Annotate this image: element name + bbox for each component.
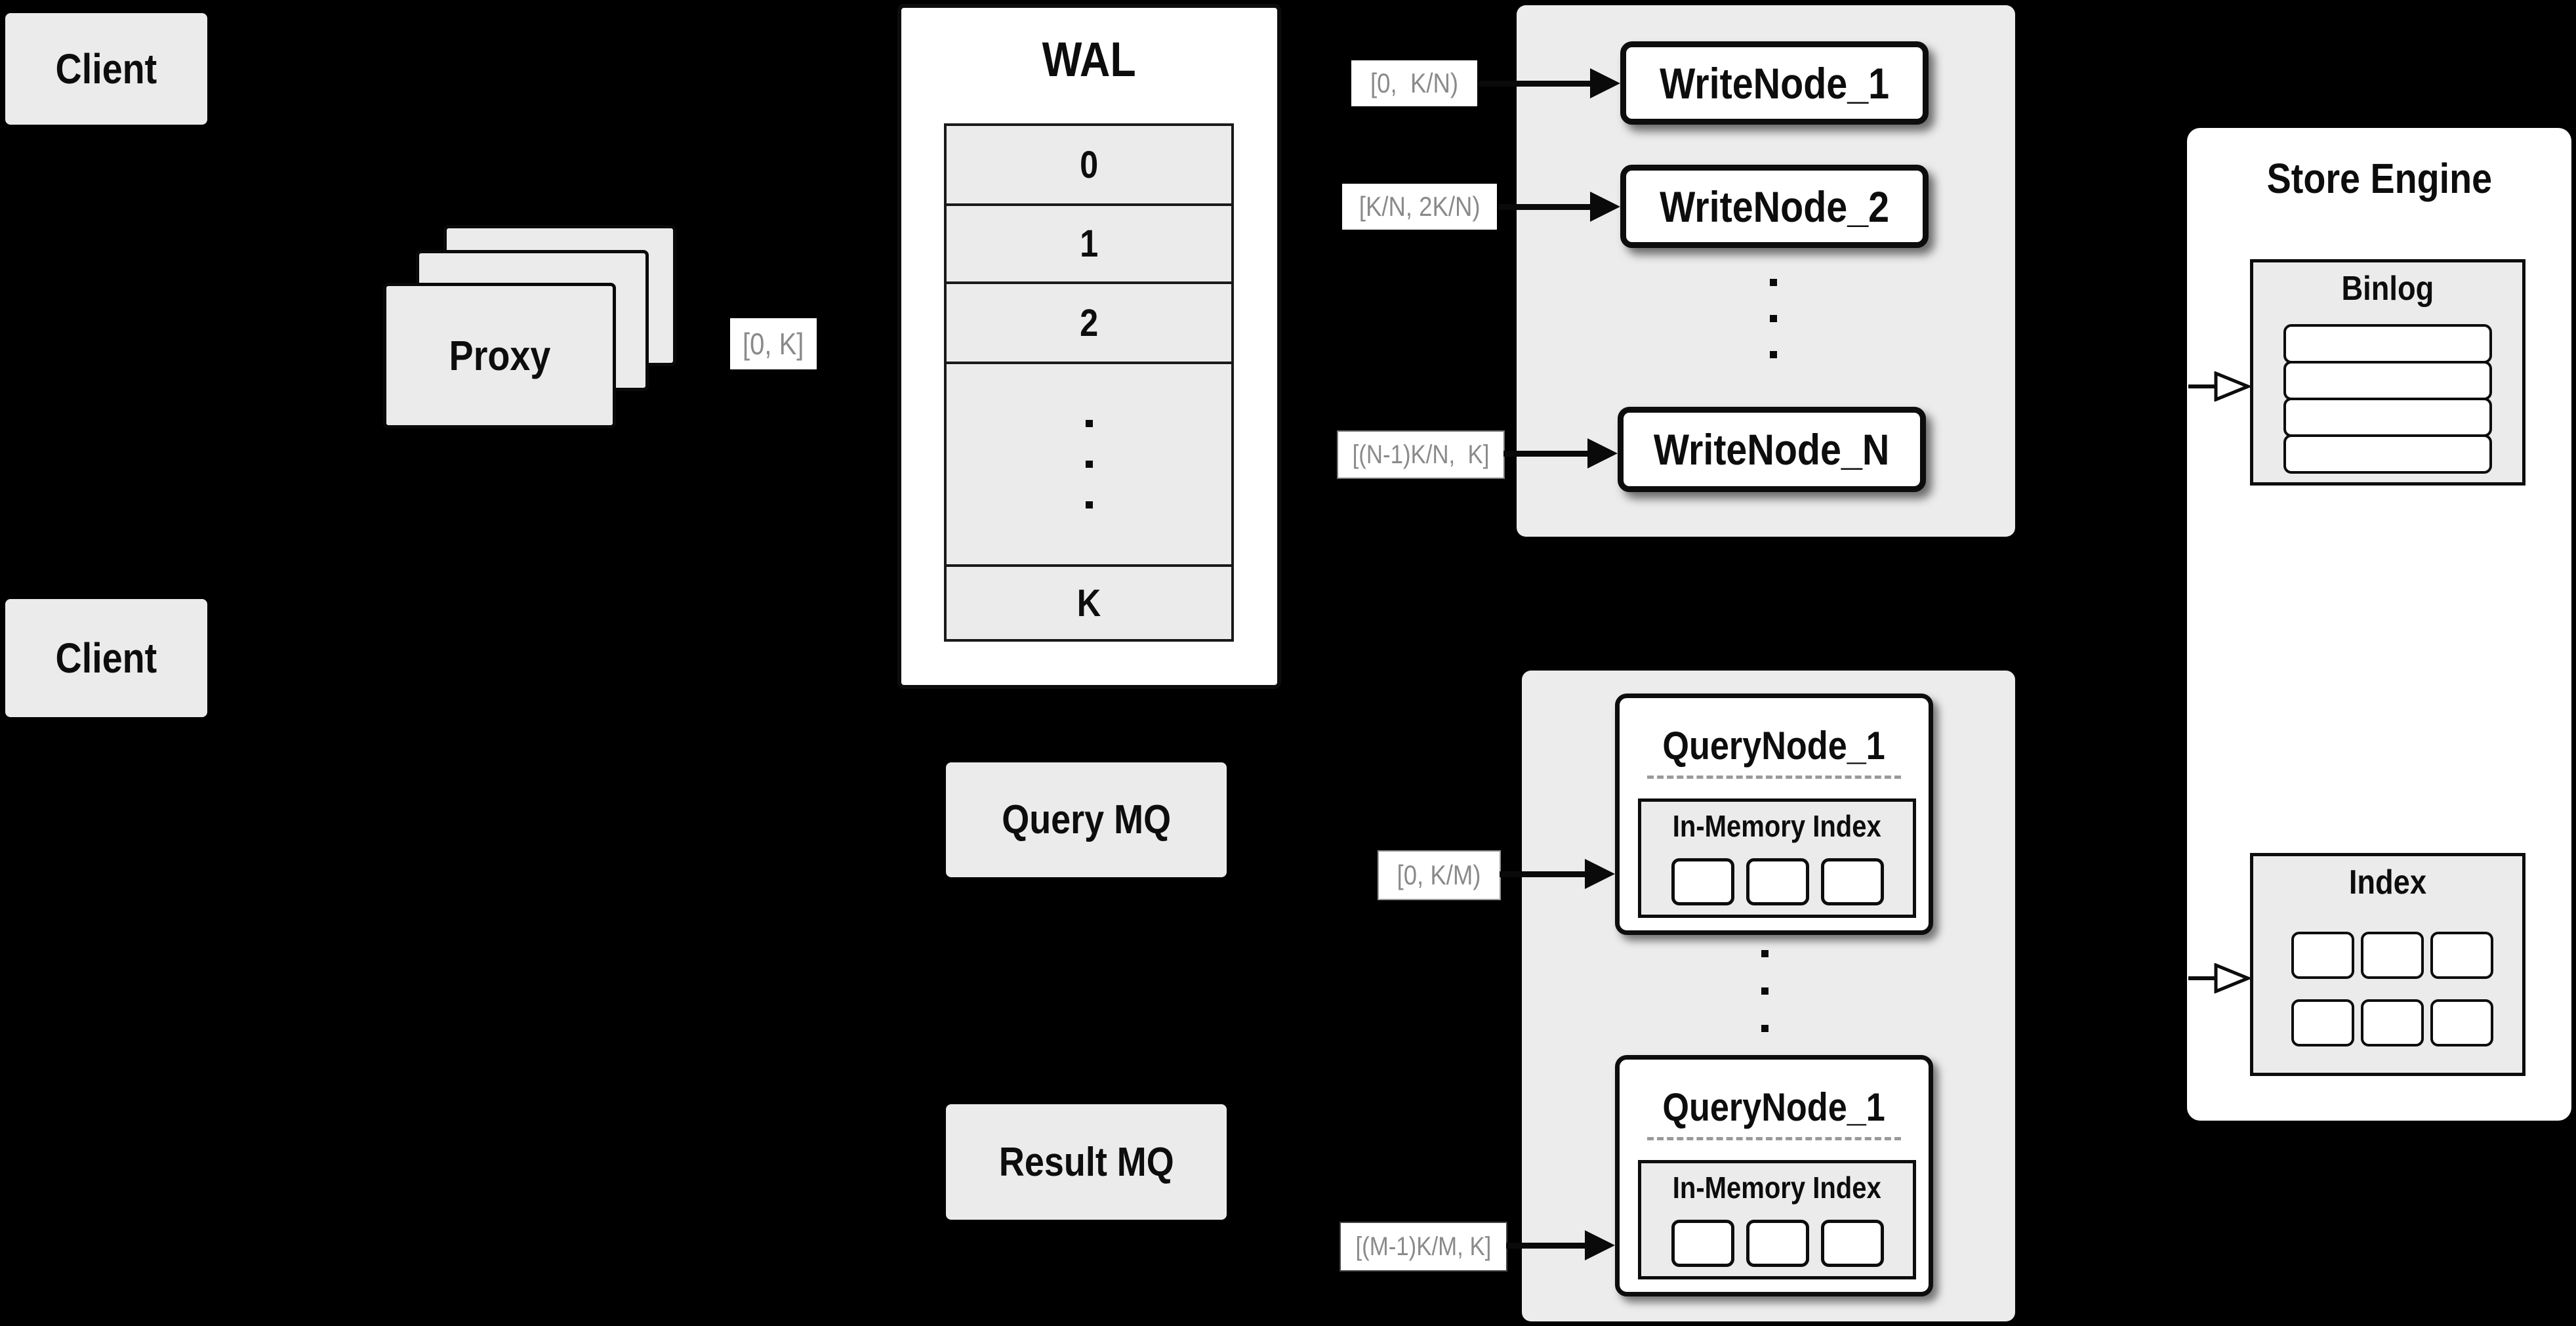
store-engine-title: Store Engine — [2266, 155, 2492, 202]
in-memory-index-box-1: In-Memory Index — [1638, 798, 1916, 918]
query-mq-label: Query MQ — [1002, 797, 1171, 842]
write-node-2-label: WriteNode_2 — [1660, 182, 1889, 231]
write-node-2: WriteNode_2 — [1620, 165, 1929, 248]
memory-cell — [1671, 1220, 1734, 1267]
binlog-title-wrap: Binlog — [2253, 269, 2522, 308]
range-chip-write-2: [K/N, 2K/N) — [1342, 184, 1497, 230]
wal-row-2: 2 — [944, 281, 1234, 364]
index-title-wrap: Index — [2253, 863, 2522, 902]
client-box-bottom: Client — [5, 599, 207, 717]
write-node-1: WriteNode_1 — [1620, 41, 1929, 125]
in-memory-index-2-title-wrap: In-Memory Index — [1641, 1170, 1913, 1205]
query-mq-box: Query MQ — [946, 762, 1227, 877]
wal-ellipsis-dots — [1085, 420, 1093, 508]
wal-row-1-label: 1 — [1079, 222, 1099, 265]
memory-cell — [1821, 858, 1884, 905]
query-node-2-dashed-divider — [1647, 1137, 1901, 1140]
arrow-to-write-node-2 — [1498, 192, 1620, 222]
arrow-to-write-node-n — [1503, 438, 1618, 468]
result-mq-label: Result MQ — [998, 1139, 1174, 1185]
arrow-to-query-node-1 — [1500, 859, 1615, 889]
store-engine-box: Store Engine Binlog Index — [2187, 128, 2571, 1121]
in-memory-index-1-title: In-Memory Index — [1672, 809, 1881, 843]
query-node-1-title: QueryNode_1 — [1662, 724, 1886, 768]
index-box: Index — [2250, 853, 2525, 1076]
binlog-rows — [2283, 324, 2492, 474]
query-node-1-title-wrap: QueryNode_1 — [1620, 723, 1929, 768]
memory-cell — [1746, 1220, 1809, 1267]
client-bottom-label: Client — [55, 634, 157, 682]
wal-row-k-label: K — [1076, 581, 1101, 625]
open-arrow-to-index — [2188, 963, 2250, 993]
range-chip-query-1-label: [0, K/M) — [1397, 860, 1481, 890]
client-box-top: Client — [5, 13, 207, 125]
memory-cell — [1821, 1220, 1884, 1267]
wal-row-1: 1 — [944, 203, 1234, 284]
write-nodes-ellipsis-dots — [1770, 279, 1777, 358]
write-node-1-label: WriteNode_1 — [1660, 58, 1889, 108]
wal-title: WAL — [1042, 32, 1137, 87]
binlog-row — [2283, 361, 2492, 400]
range-chip-query-m: [(M-1)K/M, K] — [1339, 1222, 1507, 1272]
proxy-label: Proxy — [449, 332, 550, 379]
write-node-n-label: WriteNode_N — [1654, 425, 1890, 474]
in-memory-index-box-2: In-Memory Index — [1638, 1160, 1916, 1279]
query-node-2: QueryNode_1 In-Memory Index — [1615, 1055, 1933, 1296]
wal-row-0: 0 — [944, 123, 1234, 206]
range-chip-write-n: [(N-1)K/N, K] — [1337, 430, 1505, 479]
index-cell — [2430, 932, 2493, 979]
wal-box: WAL 0 1 2 K — [897, 4, 1281, 689]
wal-row-k: K — [944, 564, 1234, 642]
wal-row-ellipsis — [944, 362, 1234, 567]
memory-cell — [1746, 858, 1809, 905]
range-chip-write-1-label: [0, K/N) — [1370, 68, 1459, 98]
binlog-row — [2283, 324, 2492, 363]
arrow-to-write-node-1 — [1479, 68, 1620, 98]
in-memory-index-1-title-wrap: In-Memory Index — [1641, 808, 1913, 844]
proxy-card-front: Proxy — [383, 283, 616, 428]
write-node-n: WriteNode_N — [1618, 407, 1926, 492]
wal-table: 0 1 2 K — [944, 123, 1234, 642]
query-node-1: QueryNode_1 In-Memory Index — [1615, 694, 1933, 935]
binlog-title: Binlog — [2341, 270, 2434, 308]
wal-row-2-label: 2 — [1079, 301, 1099, 344]
index-cell — [2291, 932, 2354, 979]
index-cell — [2361, 932, 2424, 979]
result-mq-box: Result MQ — [946, 1104, 1227, 1220]
index-cell — [2361, 999, 2424, 1046]
index-cell — [2291, 999, 2354, 1046]
arrow-to-query-node-2 — [1506, 1230, 1615, 1260]
wal-row-0-label: 0 — [1079, 143, 1099, 186]
range-chip-query-m-label: [(M-1)K/M, K] — [1355, 1232, 1492, 1261]
binlog-row — [2283, 434, 2492, 474]
range-chip-query-1: [0, K/M) — [1378, 850, 1501, 900]
query-node-1-dashed-divider — [1647, 776, 1901, 779]
range-chip-proxy-out: [0, K] — [730, 318, 817, 369]
binlog-box: Binlog — [2250, 259, 2525, 486]
wal-title-wrap: WAL — [901, 31, 1277, 87]
range-chip-proxy-out-label: [0, K] — [743, 327, 804, 361]
index-title: Index — [2348, 863, 2427, 901]
store-engine-title-wrap: Store Engine — [2187, 154, 2571, 203]
memory-cell — [1671, 858, 1734, 905]
open-arrow-to-binlog — [2188, 371, 2250, 402]
range-chip-write-1: [0, K/N) — [1351, 60, 1477, 106]
range-chip-write-n-label: [(N-1)K/N, K] — [1352, 440, 1490, 469]
in-memory-index-2-title: In-Memory Index — [1672, 1171, 1881, 1205]
client-top-label: Client — [55, 45, 157, 93]
query-nodes-ellipsis-dots — [1761, 950, 1768, 1032]
range-chip-write-2-label: [K/N, 2K/N) — [1359, 191, 1481, 222]
query-node-2-title: QueryNode_1 — [1662, 1085, 1886, 1129]
index-cell — [2430, 999, 2493, 1046]
binlog-row — [2283, 398, 2492, 437]
query-node-2-title-wrap: QueryNode_1 — [1620, 1085, 1929, 1130]
